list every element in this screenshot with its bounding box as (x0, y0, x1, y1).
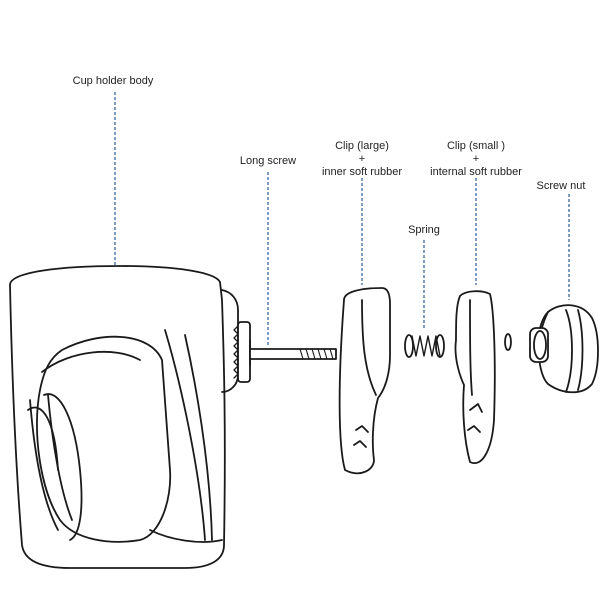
label-text: internal soft rubber (430, 166, 522, 178)
label-text: Cup holder body (72, 75, 154, 87)
label-text: Long screw (239, 155, 297, 167)
label-text: inner soft rubber (321, 166, 403, 178)
long-screw (249, 348, 337, 360)
cup-holder-body (9, 265, 251, 569)
label-text: Clip (small ) (446, 140, 506, 152)
label-screw-nut: Screw nut (526, 180, 596, 193)
label-spring: Spring (394, 224, 454, 237)
label-plus: + (358, 153, 366, 165)
label-cup-holder-body: Cup holder body (48, 75, 178, 88)
leader-lines (114, 92, 570, 345)
label-clip-small: Clip (small ) + internal soft rubber (416, 140, 536, 179)
label-text: Spring (408, 224, 440, 236)
label-text: Screw nut (536, 180, 586, 192)
label-clip-large: Clip (large) + inner soft rubber (307, 140, 417, 179)
label-plus: + (472, 153, 480, 165)
spring (404, 334, 445, 358)
screw-nut (529, 304, 599, 394)
clip-small (454, 290, 512, 465)
label-long-screw: Long screw (228, 155, 308, 168)
label-text: Clip (large) (335, 140, 389, 152)
clip-large (338, 287, 391, 475)
